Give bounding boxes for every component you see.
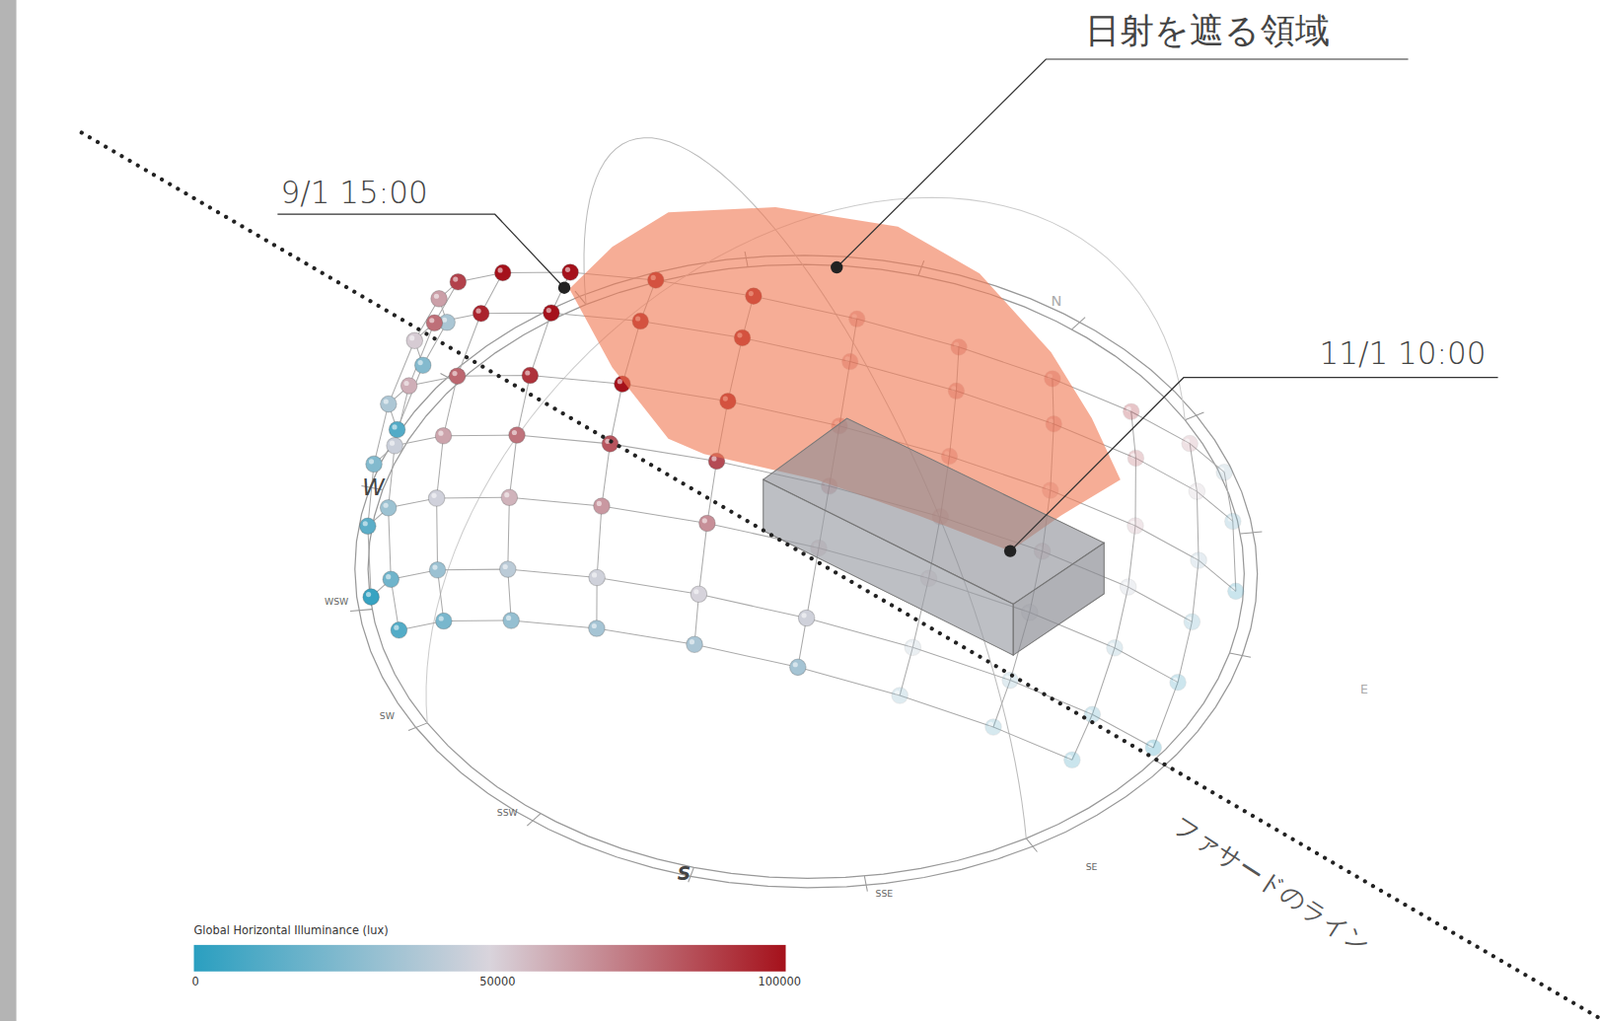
compass-label: SSW	[497, 807, 518, 818]
compass-label: SW	[379, 712, 395, 723]
leader-dots	[558, 261, 1017, 558]
compass-label: SSE	[875, 889, 894, 900]
compass-label: WSW	[324, 597, 349, 608]
callout-title: 日射を遮る領域	[1085, 11, 1330, 51]
legend-tick: 0	[191, 976, 199, 990]
leader-lines	[277, 59, 1498, 552]
compass-label: S	[677, 863, 691, 883]
compass-label: W	[362, 475, 385, 501]
compass-label: E	[1360, 683, 1369, 698]
legend-tick: 50000	[479, 976, 515, 990]
dome-grid	[350, 138, 1262, 892]
compass-label: N	[1050, 293, 1062, 310]
legend-title: Global Horizontal Illuminance (lux)	[194, 924, 389, 938]
compass-label: SE	[1086, 863, 1098, 873]
facade-label: ファサードのライン	[1168, 810, 1376, 958]
building-box	[763, 418, 1105, 655]
facade-line	[81, 132, 1600, 1019]
callout-date: 9/1 15:00	[280, 175, 428, 210]
side-bar	[0, 0, 17, 1021]
legend-tick: 100000	[758, 976, 801, 990]
callout-date: 11/1 10:00	[1319, 336, 1487, 370]
color-bar	[194, 945, 787, 972]
